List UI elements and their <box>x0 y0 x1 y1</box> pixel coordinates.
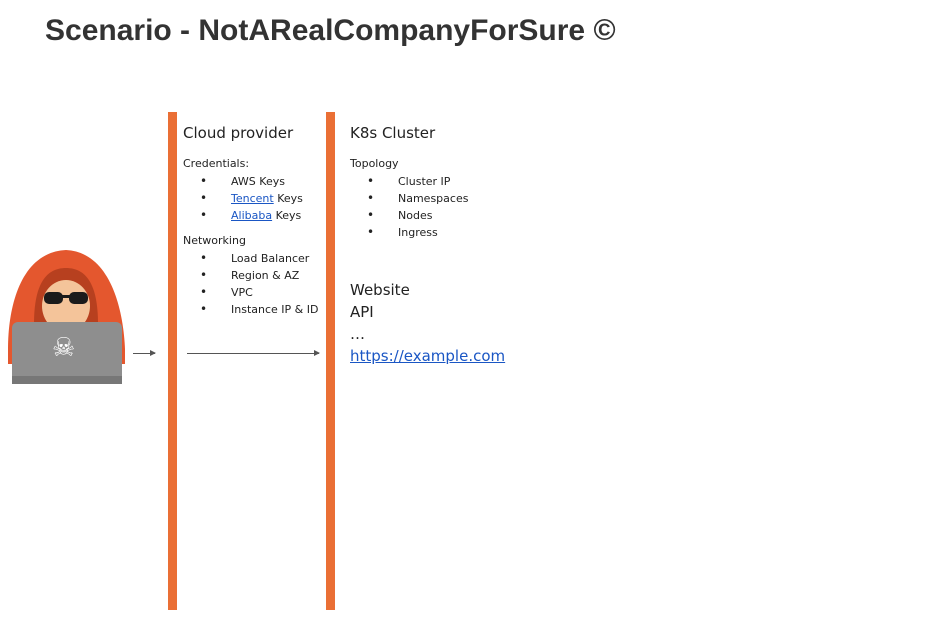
api-label: API <box>350 303 374 321</box>
list-item: Namespaces <box>350 190 505 207</box>
list-item: Region & AZ <box>183 267 318 284</box>
hooded-hacker-icon: ☠ <box>0 244 135 391</box>
list-item: Alibaba Keys <box>183 207 318 224</box>
cloud-provider-heading: Cloud provider <box>183 124 294 142</box>
ellipsis-label: … <box>350 325 365 343</box>
k8s-cluster-section: K8s Cluster Topology Cluster IP Namespac… <box>350 124 505 367</box>
cloud-divider-bar <box>168 112 177 610</box>
list-item: Instance IP & ID <box>183 301 318 318</box>
k8s-cluster-heading: K8s Cluster <box>350 124 436 142</box>
list-item: Tencent Keys <box>183 190 318 207</box>
topology-list: Cluster IP Namespaces Nodes Ingress <box>350 173 505 241</box>
list-item: AWS Keys <box>183 173 318 190</box>
list-item: Nodes <box>350 207 505 224</box>
attacker-to-cloud-arrow <box>133 350 156 356</box>
slide-title: Scenario - NotARealCompanyForSure © <box>45 14 616 47</box>
tencent-link[interactable]: Tencent <box>231 192 274 205</box>
skull-crossbones-icon: ☠ <box>52 332 76 362</box>
topology-label: Topology <box>350 157 399 170</box>
list-item: Ingress <box>350 224 505 241</box>
credentials-list: AWS Keys Tencent Keys Alibaba Keys <box>183 173 318 224</box>
list-item: Cluster IP <box>350 173 505 190</box>
cloud-to-k8s-arrow <box>187 350 320 356</box>
networking-list: Load Balancer Region & AZ VPC Instance I… <box>183 250 318 318</box>
k8s-divider-bar <box>326 112 335 610</box>
website-label: Website <box>350 281 410 299</box>
cloud-provider-section: Cloud provider Credentials: AWS Keys Ten… <box>183 124 318 318</box>
example-url-link[interactable]: https://example.com <box>350 347 506 365</box>
credentials-label: Credentials: <box>183 157 250 170</box>
networking-label: Networking <box>183 234 246 247</box>
list-item: Load Balancer <box>183 250 318 267</box>
list-item: VPC <box>183 284 318 301</box>
alibaba-link[interactable]: Alibaba <box>231 209 273 222</box>
